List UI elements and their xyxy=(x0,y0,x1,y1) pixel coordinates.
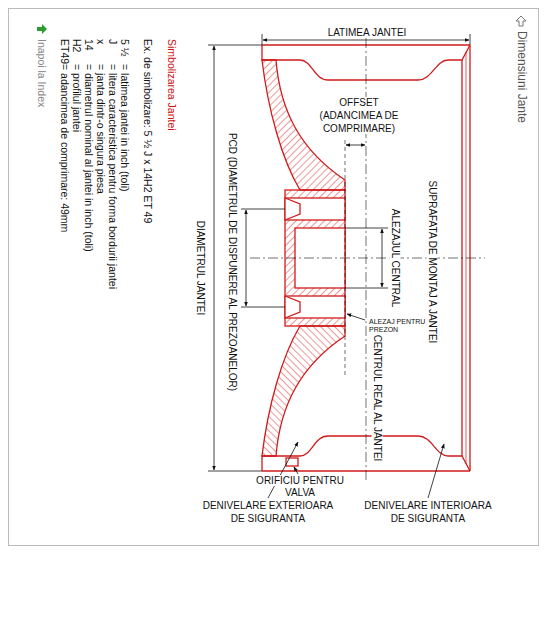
callout-label: DENIVELARE EXTERIOARA xyxy=(202,500,335,511)
example-text: Ex. de simbolizare: 5 ½ J x 14H2 ET 49 xyxy=(142,38,154,224)
symbol-key: 14 xyxy=(83,38,95,52)
dimension-lines xyxy=(208,34,485,498)
symbol-key: H2 xyxy=(71,38,83,53)
back-icon xyxy=(515,15,527,27)
dimension-label: PCD (DIAMETRUL DE DISPUNERE AL PREZOANEL… xyxy=(227,132,238,392)
symbol-meaning: = litera caracteristica pentru forma bor… xyxy=(107,63,119,290)
symbol-meaning: = janta dintr-o singura piesa xyxy=(95,63,107,195)
callout-label: OFFSET xyxy=(338,97,379,108)
symbol-meaning: = profilul jantei xyxy=(71,63,83,133)
callout-label: DENIVELARE INTERIOARA xyxy=(363,500,492,511)
page-title: Dimensiuni Jante xyxy=(515,30,528,124)
symbol-meaning: = adancimea de comprimare: 49mm xyxy=(59,63,71,233)
symbol-key: x xyxy=(95,38,107,45)
dimension-label: LATIMEA JANTEI xyxy=(327,27,408,38)
symbol-key: ET49 xyxy=(59,38,71,65)
back-arrow-icon xyxy=(36,23,48,35)
symbol-key: J xyxy=(107,38,119,45)
axis-label: CENTRUL REAL AL JANTEI xyxy=(372,334,383,463)
callout-label: ALEZAJ PENTRU xyxy=(368,318,426,326)
panel-border xyxy=(9,9,539,546)
back-link: Inapoi la Index xyxy=(36,38,48,108)
callout-label: ORIFICIU PENTRU xyxy=(255,475,345,486)
symbol-meaning: = latimea jantei in inch (toli) xyxy=(119,63,131,193)
symbol-key: 5 ½ xyxy=(119,38,131,58)
callout-label: COMPRIMARE) xyxy=(322,123,396,134)
callout-label: DE SIGURANTA xyxy=(390,513,466,524)
dimension-label: ALEZAJUL CENTRAL xyxy=(390,208,401,309)
dimension-label: DIAMETRUL JANTEI xyxy=(195,220,206,317)
callout-label: DE SIGURANTA xyxy=(230,513,306,524)
surface-label: SUPRAFATA DE MONTAJ A JANTEI xyxy=(427,180,438,345)
section-heading: Simbolizarea Jantei xyxy=(166,38,178,132)
callout-label: (ADANCIMEA DE xyxy=(319,110,400,121)
callout-label: VALVA xyxy=(284,487,316,498)
symbol-meaning: = diametrul nominal al jantei in inch (t… xyxy=(83,63,95,253)
